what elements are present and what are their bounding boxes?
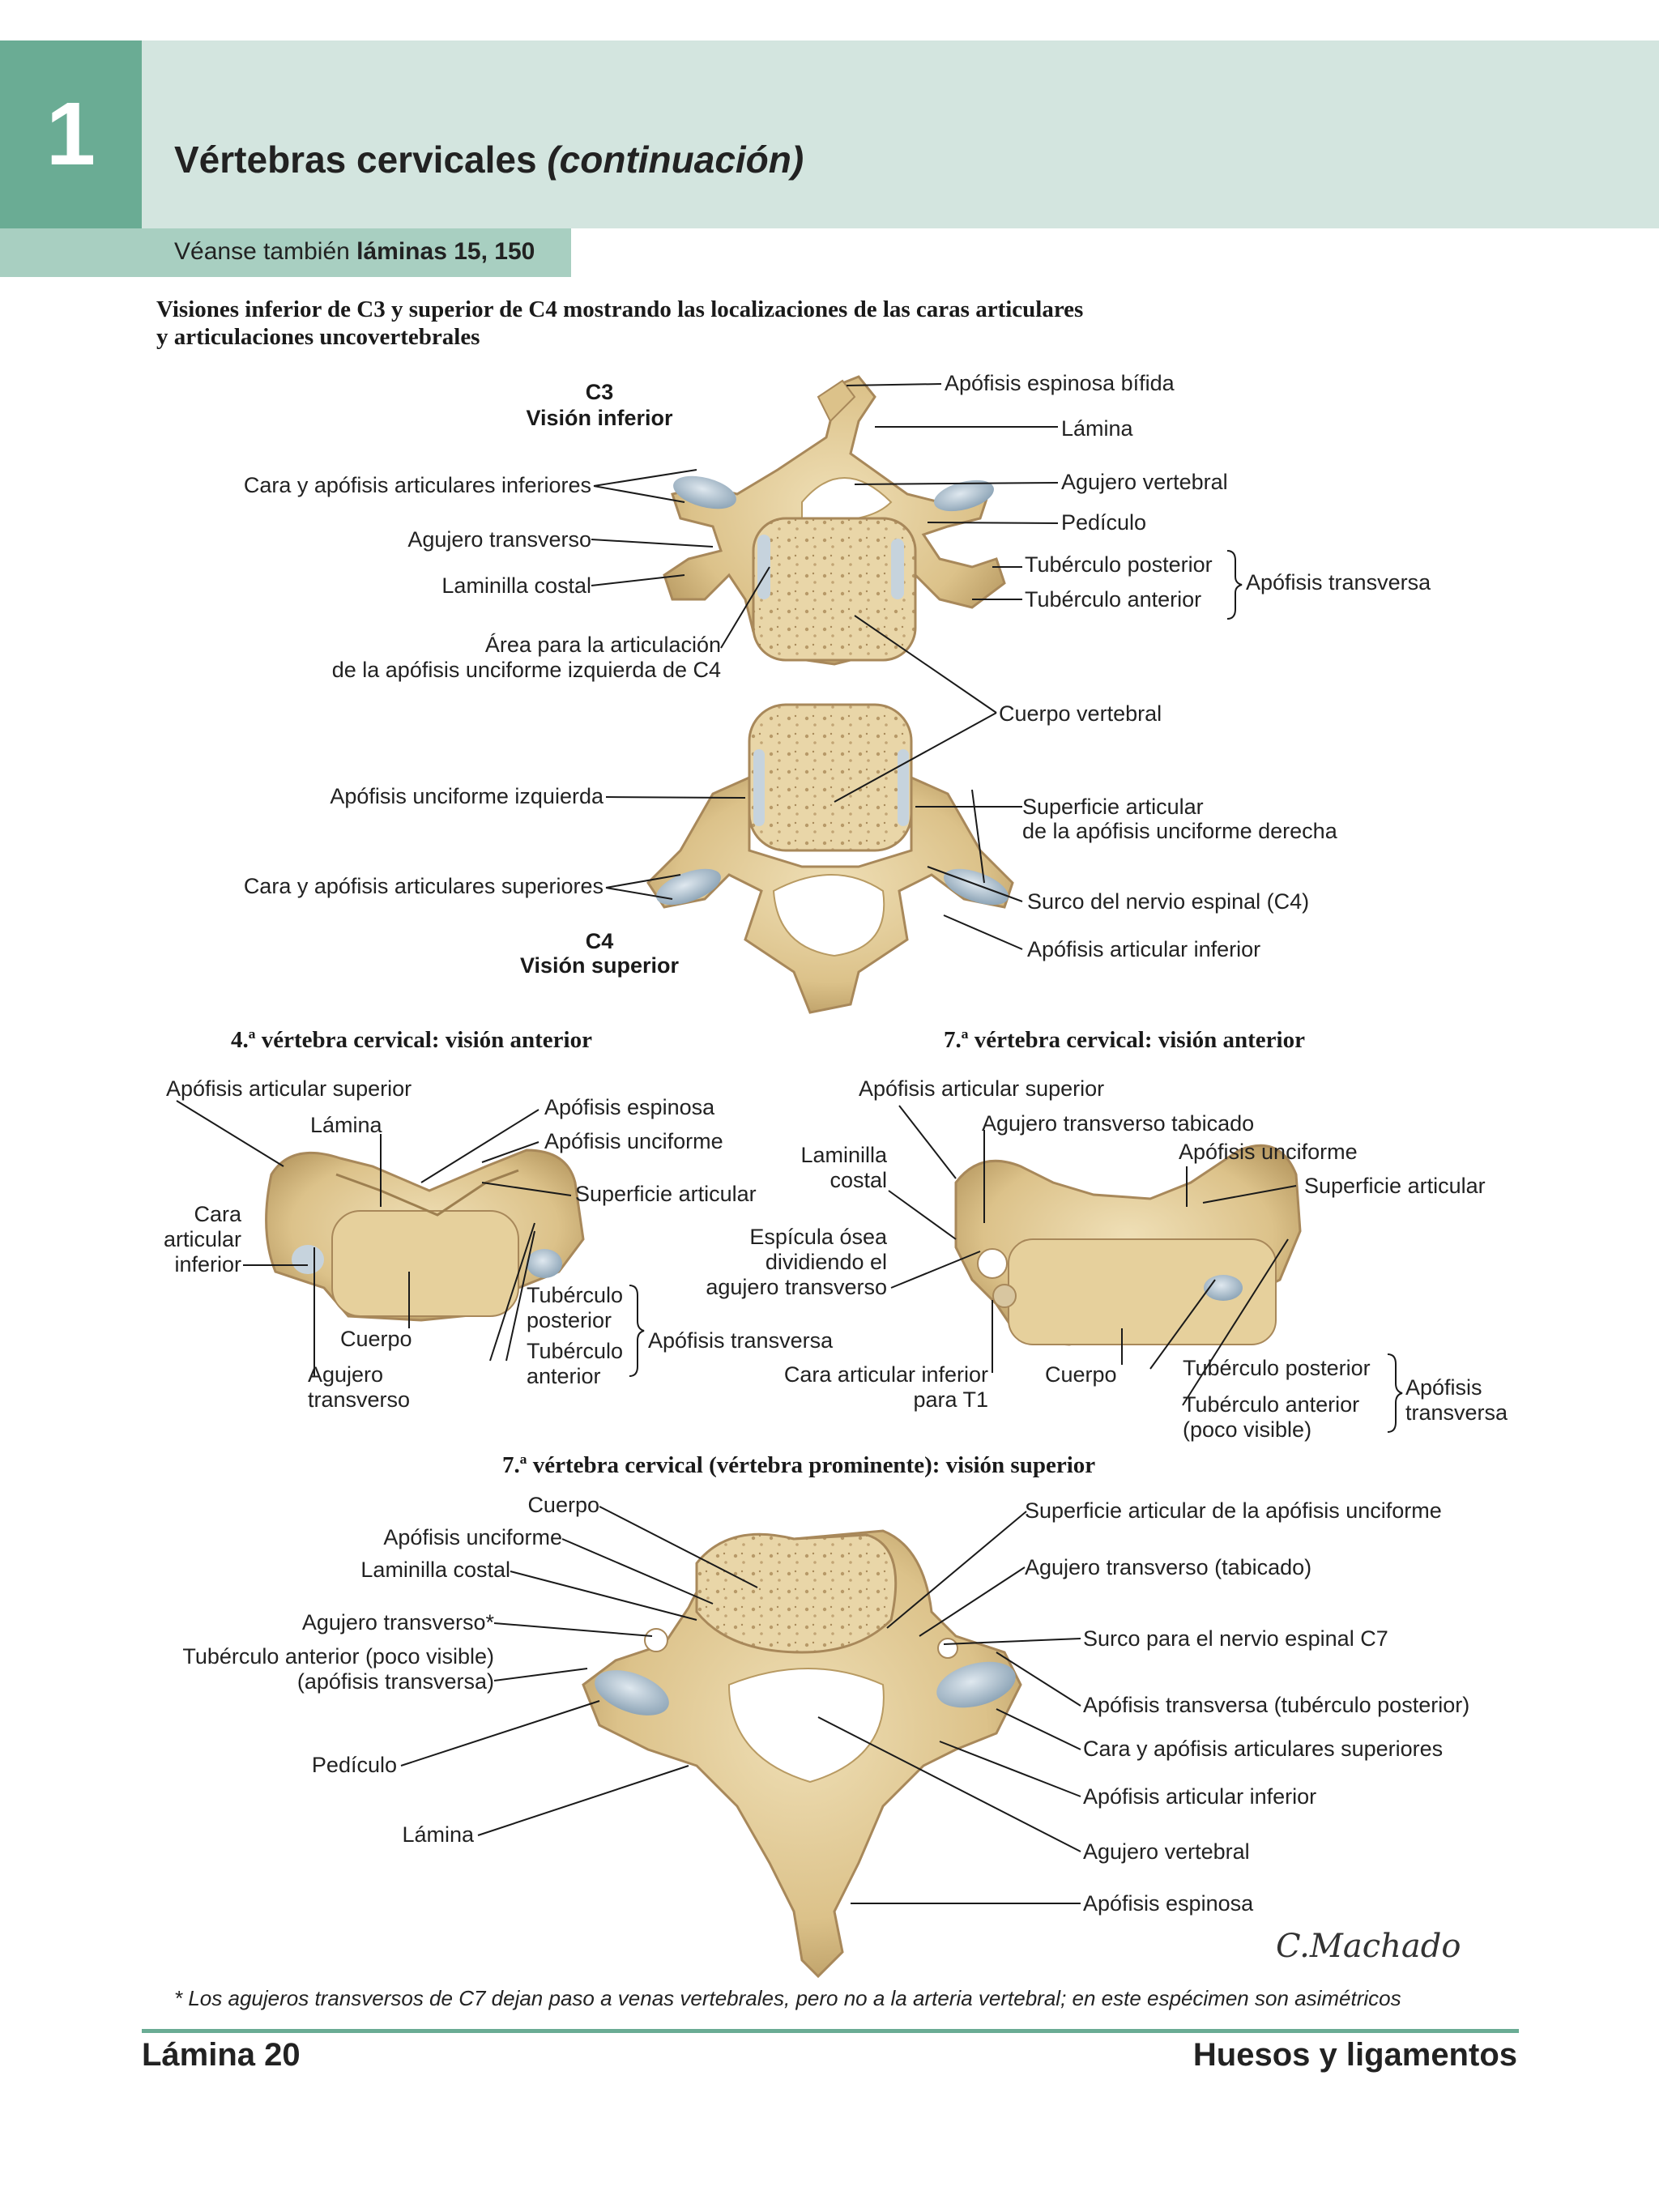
label-posterior-tubercle-c4a-1: Tubérculo xyxy=(527,1283,624,1307)
header-band xyxy=(0,40,1659,228)
label-body-c4a: Cuerpo xyxy=(340,1327,412,1351)
illustrator-signature: C.Machado xyxy=(1276,1928,1461,1965)
label-inferior-facet-c7a-2: para T1 xyxy=(913,1387,988,1412)
label-posterior-tubercle-c7a: Tubérculo posterior xyxy=(1183,1356,1371,1380)
label-superior-articular-c4a: Apófisis articular superior xyxy=(166,1076,412,1101)
see-also-bar xyxy=(0,228,571,277)
c4-view: Visión superior xyxy=(519,953,680,978)
label-uncinate-area-2: de la apófisis unciforme izquierda de C4 xyxy=(331,658,721,682)
label-superior-articular-c7a: Apófisis articular superior xyxy=(859,1076,1105,1101)
c3-inferior-view xyxy=(663,375,1006,666)
label-transverse-foramen-c4a-1: Agujero xyxy=(308,1362,384,1387)
label-costal-lamella-c3: Laminilla costal xyxy=(441,573,591,598)
label-uncinate-c7a: Apófisis unciforme xyxy=(1179,1140,1358,1164)
label-transverse-c7a-2: transversa xyxy=(1405,1400,1508,1425)
label-pedicle-c7s: Pedículo xyxy=(311,1753,397,1777)
label-transverse-c4a: Apófisis transversa xyxy=(648,1328,834,1353)
label-spinous-c7s: Apófisis espinosa xyxy=(1083,1891,1254,1916)
label-septate-foramen-c7a: Agujero transverso tabicado xyxy=(982,1111,1255,1136)
label-transverse-foramen-c7s: Agujero transverso* xyxy=(301,1610,494,1634)
label-costal-lamella-c7a-2: costal xyxy=(830,1168,887,1192)
label-anterior-tubercle-c3: Tubérculo anterior xyxy=(1025,587,1202,612)
label-septate-foramen-c7s: Agujero transverso (tabicado) xyxy=(1025,1555,1312,1579)
label-anterior-tubercle-c7a-1: Tubérculo anterior xyxy=(1183,1392,1360,1417)
label-inferior-facet-c4a-3: inferior xyxy=(174,1252,241,1276)
label-uncinate-c7s: Apófisis unciforme xyxy=(383,1525,562,1549)
label-superior-facets-c7s: Cara y apófisis articulares superiores xyxy=(1083,1737,1444,1761)
label-spinal-nerve-groove: Surco del nervio espinal (C4) xyxy=(1027,889,1310,914)
label-vertebral-foramen-c3: Agujero vertebral xyxy=(1061,470,1228,494)
label-pedicle-c3: Pedículo xyxy=(1061,510,1147,535)
see-also-prefix: Véanse también xyxy=(174,238,357,265)
label-spicule-c7a-2: dividiendo el xyxy=(765,1250,887,1274)
label-right-uncinate-1: Superficie articular xyxy=(1022,795,1204,819)
title-italic: (continuación) xyxy=(547,139,804,181)
label-spinous-c4a: Apófisis espinosa xyxy=(544,1095,715,1119)
see-also: Véanse también láminas 15, 150 xyxy=(174,238,535,266)
fig1-heading-line1: Visiones inferior de C3 y superior de C4… xyxy=(156,296,1084,322)
c4-name: C4 xyxy=(585,929,614,953)
label-transverse-foramen-c3: Agujero transverso xyxy=(407,527,591,552)
label-anterior-tubercle-c7s-1: Tubérculo anterior (poco visible) xyxy=(182,1644,494,1669)
label-anterior-tubercle-c7s-2: (apófisis transversa) xyxy=(296,1669,494,1694)
label-superior-facets-c4: Cara y apófisis articulares superiores xyxy=(243,874,603,898)
label-uncinate-area-1: Área para la articulación xyxy=(484,633,721,657)
c7-anterior-view xyxy=(954,1144,1302,1346)
label-spicule-c7a-1: Espícula ósea xyxy=(749,1225,887,1249)
fig1-heading-line2: y articulaciones uncovertebrales xyxy=(156,324,480,350)
label-inferior-articular-c4: Apófisis articular inferior xyxy=(1027,937,1261,961)
footer-plate: Lámina 20 xyxy=(142,2037,301,2073)
footnote: * Los agujeros transversos de C7 dejan p… xyxy=(174,1986,1401,2010)
c4-superior-view xyxy=(646,703,1014,1014)
label-lamina-c7s: Lámina xyxy=(402,1822,474,1847)
label-uncinate-surface-c7s: Superficie articular de la apófisis unci… xyxy=(1025,1498,1442,1523)
see-also-link[interactable]: láminas 15, 150 xyxy=(356,238,535,265)
label-spicule-c7a-3: agujero transverso xyxy=(706,1275,887,1299)
label-inferior-facet-c4a-1: Cara xyxy=(194,1202,241,1226)
c7-superior-view xyxy=(582,1529,1022,1979)
label-left-uncinate: Apófisis unciforme izquierda xyxy=(330,784,603,808)
c3-name: C3 xyxy=(585,380,614,404)
fig4-heading: 7.ª vértebra cervical (vértebra prominen… xyxy=(502,1452,1096,1478)
label-costal-lamella-c7a-1: Laminilla xyxy=(800,1143,887,1167)
braces xyxy=(629,550,1403,1433)
fig3-heading: 7.ª vértebra cervical: visión anterior xyxy=(944,1027,1305,1053)
fig2-heading: 4.ª vértebra cervical: visión anterior xyxy=(231,1027,592,1053)
label-anterior-tubercle-c4a-2: anterior xyxy=(527,1364,601,1388)
c4-anterior-view xyxy=(265,1149,585,1322)
label-inferior-articular-c7s: Apófisis articular inferior xyxy=(1083,1784,1317,1809)
label-lamina-c4a: Lámina xyxy=(310,1113,382,1137)
label-articular-surface-c7a: Superficie articular xyxy=(1304,1174,1486,1198)
label-inferior-facet-c4a-2: articular xyxy=(163,1227,241,1251)
chapter-number: 1 xyxy=(0,40,142,228)
label-inferior-facets: Cara y apófisis articulares inferiores xyxy=(243,473,591,497)
label-costal-lamella-c7s: Laminilla costal xyxy=(360,1558,510,1582)
label-anterior-tubercle-c7a-2: (poco visible) xyxy=(1183,1417,1312,1442)
label-transverse-posterior-c7s: Apófisis transversa (tubérculo posterior… xyxy=(1083,1693,1470,1717)
label-inferior-facet-c7a-1: Cara articular inferior xyxy=(783,1362,988,1387)
label-vertebral-foramen-c7s: Agujero vertebral xyxy=(1083,1839,1250,1864)
label-body-c7s: Cuerpo xyxy=(527,1493,599,1517)
label-bifid-spinous: Apófisis espinosa bífida xyxy=(945,371,1175,395)
footer-rule xyxy=(142,2029,1519,2033)
label-transverse-foramen-c4a-2: transverso xyxy=(308,1387,411,1412)
label-transverse-c7a-1: Apófisis xyxy=(1405,1375,1482,1400)
c3-view: Visión inferior xyxy=(526,406,673,430)
label-anterior-tubercle-c4a-1: Tubérculo xyxy=(527,1339,624,1363)
label-c7-groove: Surco para el nervio espinal C7 xyxy=(1083,1626,1388,1651)
label-lamina-c3: Lámina xyxy=(1061,416,1133,441)
label-posterior-tubercle-c3: Tubérculo posterior xyxy=(1025,552,1213,577)
label-vertebral-body: Cuerpo vertebral xyxy=(999,701,1162,726)
label-transverse-process-c3: Apófisis transversa xyxy=(1246,570,1431,595)
label-body-c7a: Cuerpo xyxy=(1045,1362,1117,1387)
label-posterior-tubercle-c4a-2: posterior xyxy=(527,1308,612,1332)
leader-lines xyxy=(176,383,1297,1904)
label-uncinate-c4a: Apófisis unciforme xyxy=(544,1129,723,1153)
page-title: Vértebras cervicales (continuación) xyxy=(174,138,804,181)
title-main: Vértebras cervicales xyxy=(174,139,548,181)
label-right-uncinate-2: de la apófisis unciforme derecha xyxy=(1022,819,1337,843)
footer-section: Huesos y ligamentos xyxy=(1192,2037,1517,2073)
label-articular-surface-c4a: Superficie articular xyxy=(575,1182,757,1206)
